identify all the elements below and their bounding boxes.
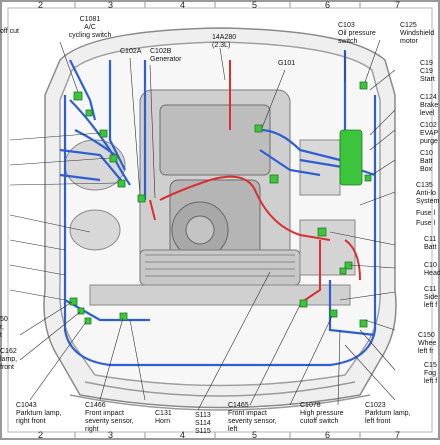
connector-icon: [359, 81, 368, 90]
radiator: [89, 284, 351, 306]
label-c10-batt-box: C10 Batt Box: [420, 150, 433, 173]
connector-icon: [359, 319, 368, 328]
label-c102b: C102B Generator: [150, 48, 182, 63]
label-c125: C125 Windshield motor: [400, 22, 435, 45]
grid-ticks: [74, 1, 361, 439]
inner-frame: [7, 7, 433, 433]
label-c124: C124 Brake level: [420, 94, 439, 117]
connector-icon: [344, 261, 353, 270]
label-c10-head: C10 Head: [424, 262, 440, 277]
label-c15-fog: C15 Fog left f: [424, 362, 438, 385]
engine-block: [139, 89, 301, 286]
label-14a280: 14A280 (2.3L): [212, 34, 237, 49]
grid-bottom-4: 4: [180, 430, 186, 440]
connector-icon: [119, 312, 128, 321]
label-c103: C103 Oil pressure switch: [338, 22, 376, 45]
connector-icon: [85, 109, 93, 117]
left-strut-tower: [64, 139, 126, 191]
red-wiring-harness: [149, 60, 361, 301]
grid-top-6: 6: [325, 0, 331, 10]
grid-bottom-6: 6: [325, 430, 331, 440]
grid-top-3: 3: [108, 0, 114, 10]
connector-icon: [254, 124, 263, 133]
right-battery-box: [299, 139, 341, 196]
label-c19: C19 C19: [420, 60, 433, 75]
label-c1023: C1023 Parkturn lamp, left front: [365, 402, 411, 425]
grid-top-7: 7: [395, 0, 401, 10]
grid-bottom-3: 3: [108, 430, 114, 440]
grid-bottom-5: 5: [252, 430, 258, 440]
label-c135: C135 Anti-lo System: [416, 182, 440, 205]
label-c1465: C1465 Front impact severity sensor, left: [228, 402, 277, 433]
label-c102-evap: C102 EVAP purge: [420, 122, 439, 145]
label-left-50: 50 r, t: [0, 316, 8, 339]
grid-top-4: 4: [180, 0, 186, 10]
connector-icon: [329, 309, 338, 318]
connector-icon: [364, 174, 372, 182]
connector-icon: [299, 299, 308, 308]
connector-icon: [69, 297, 78, 306]
connector-icon: [109, 154, 118, 163]
label-fuse-1: Fuse l: [416, 210, 436, 217]
label-s113: S113 S114 S115: [195, 412, 211, 435]
label-c11-side: C11 Side left f: [424, 286, 439, 309]
label-c102a: C102A: [120, 48, 142, 55]
blue-wiring-harness: [59, 50, 377, 367]
label-start: Start: [420, 76, 435, 83]
connector-icon: [117, 179, 126, 188]
connectors: [69, 81, 372, 328]
connector-icon: [339, 129, 363, 186]
connector-icon: [317, 227, 327, 237]
connector-icon: [84, 317, 92, 325]
label-g101: G101: [278, 60, 296, 67]
grid-top-2: 2: [38, 0, 44, 10]
connector-icon: [99, 129, 108, 138]
label-c1078: C1078 High pressure cutoff switch: [300, 402, 344, 425]
connector-icon: [77, 307, 85, 315]
leader-lines: [9, 39, 396, 411]
label-c131: C131 Horn: [155, 410, 172, 425]
connector-icon: [269, 174, 279, 184]
label-c11-batt: C11 Batt: [424, 236, 437, 251]
connector-icon: [73, 91, 83, 101]
label-c1043: C1043 Parkturn lamp, right front: [16, 402, 62, 425]
label-c150: C150 Whee left fr: [418, 332, 437, 355]
left-fluid-reservoir: [69, 209, 121, 251]
label-fuse-2: Fuse l: [416, 220, 436, 227]
connector-icon: [339, 267, 347, 275]
label-c1466: C1466 Front impact severity sensor, righ…: [85, 402, 134, 433]
grid-bottom-2: 2: [38, 430, 44, 440]
grid-top-5: 5: [252, 0, 258, 10]
label-c162: C162 lamp, front: [0, 348, 18, 371]
label-offcut: off cut: [0, 28, 19, 35]
connector-icon: [137, 194, 146, 203]
label-c1081: C1081 A/C cycling switch: [68, 16, 112, 39]
grid-bottom-7: 7: [395, 430, 401, 440]
